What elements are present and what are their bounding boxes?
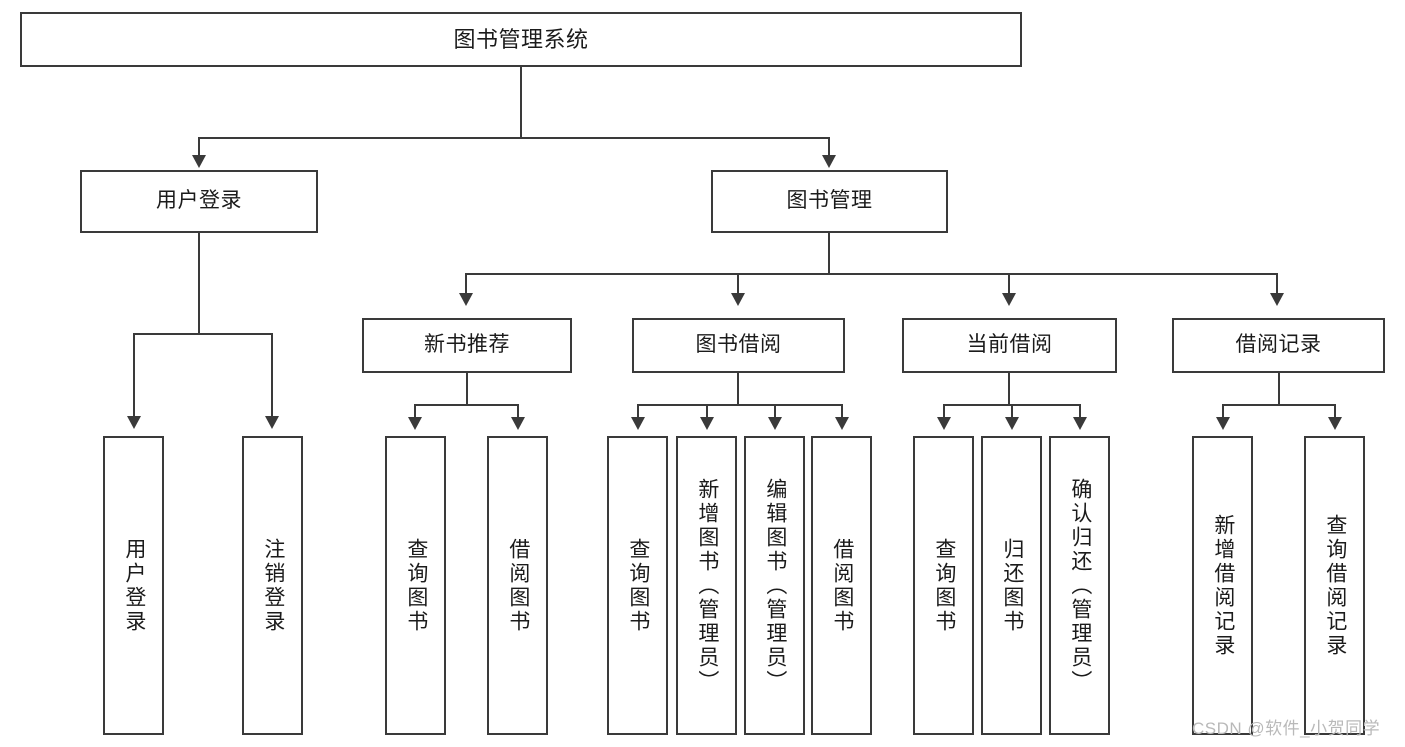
connector-bb-l3	[774, 404, 776, 417]
connector-bb-l1	[637, 404, 639, 417]
connector-bm-c4	[1276, 273, 1278, 293]
connector-book-management-stem	[828, 233, 830, 274]
node-label: 借阅记录	[1235, 333, 1322, 357]
arrow-bm-c3	[1002, 293, 1016, 306]
connector-book-management-bar	[465, 273, 1276, 275]
arrow-nbr-l2	[511, 417, 525, 430]
arrow-bm-c4	[1270, 293, 1284, 306]
connector-user-login-bar	[133, 333, 273, 335]
arrow-bm-c2	[731, 293, 745, 306]
node-label: 归还图书	[1000, 537, 1024, 634]
arrow-bm-c1	[459, 293, 473, 306]
connector-bm-c1	[465, 273, 467, 293]
node-root-book-management-system[interactable]: 图书管理系统	[20, 12, 1022, 67]
node-book-management[interactable]: 图书管理	[711, 170, 948, 233]
node-label: 查询图书	[626, 537, 650, 634]
arrow-cb-l3	[1073, 417, 1087, 430]
node-label: 查询借阅记录	[1323, 513, 1347, 658]
node-label: 新书推荐	[424, 333, 510, 357]
arrow-bb-l3	[768, 417, 782, 430]
arrow-root-to-book-management	[822, 155, 836, 168]
connector-bm-c2	[737, 273, 739, 293]
node-label: 图书管理系统	[453, 26, 589, 52]
arrow-br-l2	[1328, 417, 1342, 430]
arrow-bb-l2	[700, 417, 714, 430]
node-leaf-query-book-3[interactable]: 查询图书	[913, 436, 974, 735]
node-label: 图书借阅	[695, 333, 782, 357]
node-leaf-borrow-book-2[interactable]: 借阅图书	[811, 436, 872, 735]
node-label: 图书管理	[786, 189, 873, 213]
connector-bb-l4	[841, 404, 843, 417]
node-leaf-return-book[interactable]: 归还图书	[981, 436, 1042, 735]
connector-nbr-stem	[466, 373, 468, 405]
connector-br-bar	[1222, 404, 1336, 406]
connector-root-to-book-management	[828, 137, 830, 155]
node-borrow-record[interactable]: 借阅记录	[1172, 318, 1385, 373]
node-book-borrow[interactable]: 图书借阅	[632, 318, 845, 373]
node-label: 查询图书	[932, 537, 956, 634]
connector-nbr-l1	[414, 404, 416, 417]
arrow-br-l1	[1216, 417, 1230, 430]
connector-nbr-bar	[414, 404, 519, 406]
arrow-bb-l1	[631, 417, 645, 430]
node-label: 用户登录	[156, 189, 242, 213]
node-label: 确认归还（管理员）	[1068, 477, 1092, 694]
connector-br-stem	[1278, 373, 1280, 405]
node-current-borrow[interactable]: 当前借阅	[902, 318, 1117, 373]
connector-bm-c3	[1008, 273, 1010, 293]
connector-cb-l3	[1079, 404, 1081, 417]
node-leaf-confirm-return-admin[interactable]: 确认归还（管理员）	[1049, 436, 1110, 735]
arrow-bb-l4	[835, 417, 849, 430]
node-leaf-edit-book-admin[interactable]: 编辑图书（管理员）	[744, 436, 805, 735]
connector-bb-l2	[706, 404, 708, 417]
connector-bb-bar	[637, 404, 843, 406]
node-label: 新增图书（管理员）	[695, 477, 719, 694]
arrow-cb-l2	[1005, 417, 1019, 430]
arrow-user-login-l1	[127, 416, 141, 429]
connector-root-bar	[198, 137, 830, 139]
connector-root-stem	[520, 67, 522, 138]
node-user-login[interactable]: 用户登录	[80, 170, 318, 233]
connector-root-to-user-login	[198, 137, 200, 155]
node-leaf-borrow-book-1[interactable]: 借阅图书	[487, 436, 548, 735]
node-label: 编辑图书（管理员）	[763, 477, 787, 694]
connector-cb-l1	[943, 404, 945, 417]
connector-user-login-stem	[198, 233, 200, 334]
node-label: 借阅图书	[830, 537, 854, 634]
connector-user-login-l1	[133, 333, 135, 416]
connector-cb-l2	[1011, 404, 1013, 417]
node-label: 新增借阅记录	[1211, 513, 1235, 658]
node-label: 借阅图书	[506, 537, 530, 634]
arrow-root-to-user-login	[192, 155, 206, 168]
connector-user-login-l2	[271, 333, 273, 416]
node-leaf-logout-login[interactable]: 注销登录	[242, 436, 303, 735]
connector-br-l1	[1222, 404, 1224, 417]
node-label: 注销登录	[261, 537, 285, 634]
node-label: 查询图书	[404, 537, 428, 634]
connector-bb-stem	[737, 373, 739, 405]
arrow-cb-l1	[937, 417, 951, 430]
node-leaf-add-borrow-record[interactable]: 新增借阅记录	[1192, 436, 1253, 735]
arrow-nbr-l1	[408, 417, 422, 430]
connector-cb-stem	[1008, 373, 1010, 405]
node-leaf-add-book-admin[interactable]: 新增图书（管理员）	[676, 436, 737, 735]
connector-nbr-l2	[517, 404, 519, 417]
node-leaf-query-book-2[interactable]: 查询图书	[607, 436, 668, 735]
node-label: 用户登录	[122, 537, 146, 634]
node-leaf-query-book-1[interactable]: 查询图书	[385, 436, 446, 735]
node-leaf-query-borrow-record[interactable]: 查询借阅记录	[1304, 436, 1365, 735]
arrow-user-login-l2	[265, 416, 279, 429]
connector-br-l2	[1334, 404, 1336, 417]
node-label: 当前借阅	[966, 333, 1053, 357]
node-new-book-recommend[interactable]: 新书推荐	[362, 318, 572, 373]
node-leaf-user-login[interactable]: 用户登录	[103, 436, 164, 735]
